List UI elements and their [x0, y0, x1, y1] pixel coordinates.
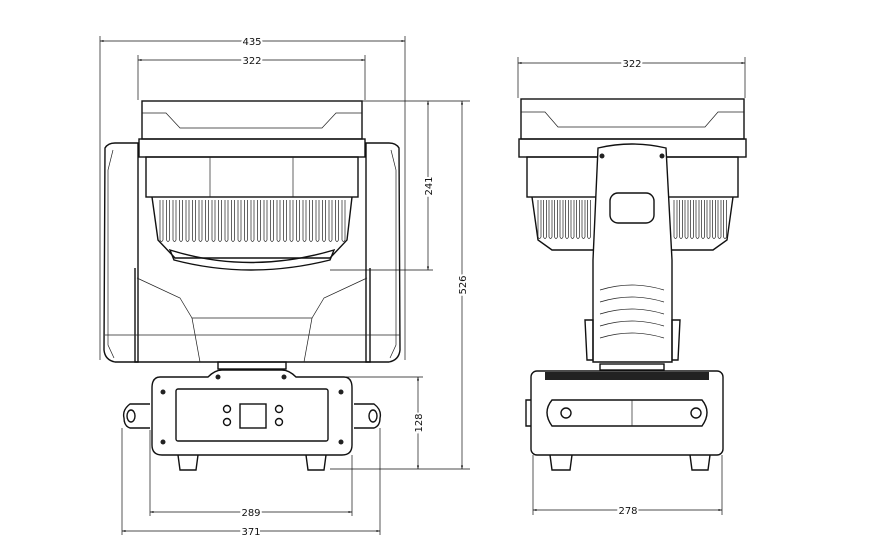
heatsink-fin — [576, 200, 580, 239]
front-yoke — [103, 142, 401, 370]
heatsink-fin — [283, 200, 287, 242]
heatsink-fin — [554, 200, 558, 239]
heatsink-fin — [684, 200, 689, 239]
heatsink-fin — [587, 200, 591, 239]
front-base — [122, 369, 382, 471]
side-yoke-arm — [592, 143, 673, 363]
dim-base-height: 128 — [414, 413, 425, 432]
dim-overall-height: 526 — [458, 275, 469, 294]
heatsink-fin — [185, 200, 190, 242]
heatsink-fin — [276, 200, 281, 242]
heatsink-fin — [296, 200, 300, 242]
heatsink-fin — [548, 200, 553, 239]
heatsink-fin — [302, 200, 307, 242]
front-head — [138, 100, 366, 271]
side-heatsink-fins — [537, 200, 727, 239]
heatsink-fin — [263, 200, 268, 242]
heatsink-fin — [537, 200, 542, 239]
heatsink-fin — [250, 200, 255, 242]
heatsink-fin — [257, 200, 261, 242]
heatsink-fin — [341, 200, 346, 242]
front-view — [103, 100, 401, 471]
base-feet — [177, 454, 327, 471]
heatsink-fin — [565, 200, 569, 239]
heatsink-fin — [335, 200, 339, 242]
heatsink-fin — [172, 200, 177, 242]
display-screen — [239, 403, 267, 429]
heatsink-fin — [706, 200, 711, 239]
heatsink-fin — [570, 200, 575, 239]
heatsink-fin — [205, 200, 209, 242]
heatsink-fin — [559, 200, 564, 239]
heatsink-fin — [712, 200, 716, 239]
dim-side-head-depth: 322 — [622, 59, 641, 70]
heatsink-fin — [179, 200, 183, 242]
heatsink-fin — [322, 200, 326, 242]
heatsink-fin — [218, 200, 222, 242]
dim-head-height: 241 — [424, 176, 435, 195]
panel-button — [274, 417, 284, 427]
heatsink-fin — [289, 200, 294, 242]
heatsink-fin — [328, 200, 333, 242]
heatsink-fin — [224, 200, 229, 242]
right-handle — [354, 403, 382, 429]
dim-overall-width: 435 — [242, 37, 261, 48]
dim-side-base-depth: 278 — [618, 506, 637, 517]
heatsink-fin — [690, 200, 694, 239]
left-handle — [122, 403, 150, 429]
heatsink-fin — [192, 200, 196, 242]
heatsink-fin — [695, 200, 700, 239]
heatsink-fin — [166, 200, 170, 242]
side-handle — [546, 399, 708, 427]
heatsink-fin — [581, 200, 586, 239]
heatsink-fin — [701, 200, 705, 239]
dimensions: 435 322 241 526 128 289 371 322 278 — [99, 35, 746, 540]
panel-button — [222, 417, 232, 427]
dim-base-width-handles: 371 — [241, 527, 260, 538]
heatsink-fins — [159, 200, 346, 242]
heatsink-fin — [244, 200, 248, 242]
heatsink-fin — [270, 200, 274, 242]
heatsink-fin — [543, 200, 547, 239]
heatsink-fin — [237, 200, 242, 242]
heatsink-fin — [198, 200, 203, 242]
heatsink-fin — [723, 200, 727, 239]
heatsink-fin — [211, 200, 216, 242]
heatsink-fin — [717, 200, 722, 239]
heatsink-fin — [315, 200, 320, 242]
side-view — [518, 98, 747, 471]
heatsink-fin — [231, 200, 235, 242]
panel-button — [222, 404, 232, 414]
control-panel — [175, 388, 329, 442]
side-base — [530, 370, 724, 456]
heatsink-fin — [159, 200, 164, 242]
heatsink-fin — [679, 200, 683, 239]
heatsink-fin — [309, 200, 313, 242]
dim-head-width: 322 — [242, 56, 261, 67]
dim-base-width: 289 — [241, 508, 260, 519]
panel-button — [274, 404, 284, 414]
heatsink-fin — [673, 200, 678, 239]
